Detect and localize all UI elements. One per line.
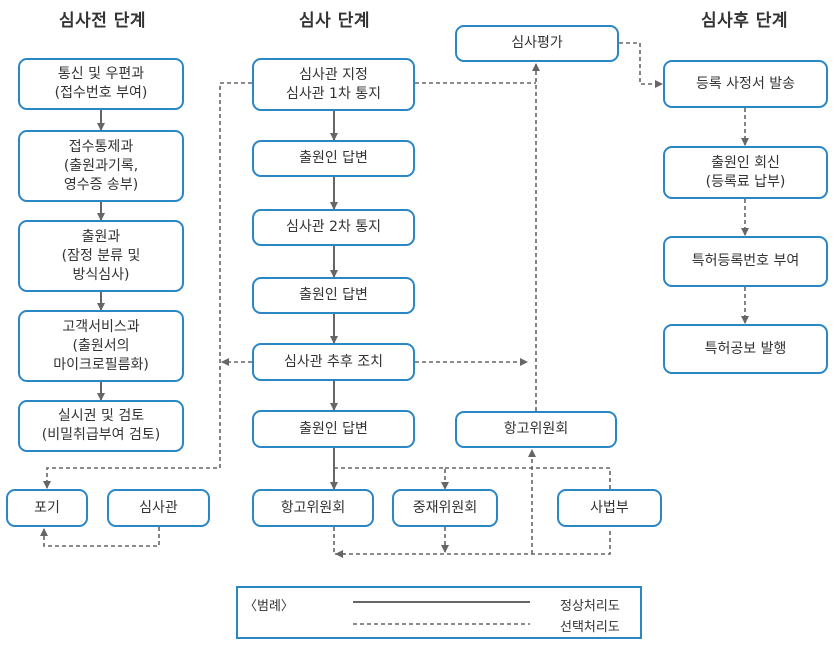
- box-arbitration-label: 중재위원회: [412, 499, 478, 516]
- box-abandon-label: 포기: [34, 499, 60, 516]
- box-examiner: 심사관: [107, 489, 210, 527]
- box-customer-line1: 고객서비스과: [62, 318, 140, 335]
- box-fee-payment-line1: 출원인 회신: [711, 154, 780, 171]
- box-mail-division-line2: (접수번호 부여): [54, 85, 148, 101]
- box-appeal-board-label: 항고위원회: [280, 499, 346, 516]
- box-enablement-line1: 실시권 및 검토: [57, 408, 145, 424]
- box-appeal-right-label: 항고위원회: [503, 421, 569, 437]
- box-patent-number-label: 특허등록번호 부여: [691, 253, 800, 269]
- dashed-judiciary-return: [445, 467, 611, 489]
- dashed-examiner-to-abandon: [40, 527, 160, 547]
- box-intake-control-line3: 영수증 송부): [63, 176, 139, 193]
- box-reply-1: 출원인 답변: [252, 140, 415, 177]
- box-customer-line3: 마이크로필름화): [53, 356, 149, 373]
- box-reply-3: 출원인 답변: [252, 410, 415, 448]
- box-judiciary-label: 사법부: [590, 499, 629, 516]
- dashed-first-to-abandon: [43, 82, 252, 489]
- box-issue-decision-label: 등록 사정서 발송: [695, 75, 796, 92]
- box-customer-line2: (출원서의: [72, 337, 130, 354]
- legend-normal-label: 정상처리도: [560, 599, 620, 614]
- box-evaluation-label: 심사평가: [511, 35, 563, 51]
- header-pre-exam: 심사전 단계: [58, 11, 147, 31]
- box-abandon: 포기: [6, 489, 88, 527]
- box-enablement-line2: (비밀취급부여 검토): [41, 427, 161, 443]
- box-enablement-review: 실시권 및 검토 (비밀취급부여 검토): [18, 400, 184, 452]
- dashed-evaluation-to-issue: [619, 42, 663, 88]
- box-fee-payment-line2: (등록료 납부): [705, 173, 786, 190]
- box-first-action: 심사관 지정 심사관 1차 통지: [252, 58, 415, 111]
- dashed-appeal-bottom: [333, 527, 611, 555]
- box-arbitration: 중재위원회: [392, 489, 498, 527]
- box-second-action: 심사관 2차 통지: [252, 209, 415, 246]
- box-appeal-board: 항고위원회: [252, 489, 374, 527]
- dashed-to-arbitration: [334, 467, 449, 490]
- box-application-division: 출원과 (잠정 분류 및 방식심사): [18, 220, 184, 292]
- box-gazette-label: 특허공보 발행: [704, 340, 787, 357]
- box-customer-service: 고객서비스과 (출원서의 마이크로필름화): [18, 310, 184, 382]
- box-reply-1-label: 출원인 답변: [299, 150, 368, 166]
- box-examiner-label: 심사관: [139, 499, 178, 516]
- box-intake-control-line1: 접수통제과: [68, 138, 134, 155]
- box-issue-decision: 등록 사정서 발송: [663, 60, 828, 108]
- box-gazette: 특허공보 발행: [663, 324, 828, 374]
- box-fee-payment: 출원인 회신 (등록료 납부): [663, 146, 828, 199]
- box-application-line2: (잠정 분류 및: [61, 247, 141, 264]
- box-reply-2-label: 출원인 답변: [299, 287, 368, 303]
- box-first-action-line2: 심사관 1차 통지: [285, 85, 382, 102]
- box-mail-division: 통신 및 우편과 (접수번호 부여): [18, 58, 184, 110]
- box-mail-division-line1: 통신 및 우편과: [57, 66, 145, 82]
- box-reply-2: 출원인 답변: [252, 277, 415, 314]
- legend-title: 〈범례〉: [244, 599, 294, 614]
- box-intake-control-line2: (출원과기록,: [63, 157, 139, 174]
- legend: 〈범례〉 정상처리도 선택처리도: [236, 586, 642, 639]
- box-intake-control: 접수통제과 (출원과기록, 영수증 송부): [18, 130, 184, 202]
- box-reply-3-label: 출원인 답변: [299, 420, 368, 437]
- box-patent-number: 특허등록번호 부여: [663, 236, 828, 287]
- header-post-exam: 심사후 단계: [700, 11, 789, 31]
- legend-optional-label: 선택처리도: [560, 620, 620, 635]
- box-further-action: 심사관 추후 조치: [252, 343, 415, 381]
- box-second-action-label: 심사관 2차 통지: [285, 219, 382, 235]
- box-application-line3: 방식심사): [72, 266, 130, 283]
- box-evaluation: 심사평가: [455, 25, 619, 62]
- box-application-line1: 출원과: [81, 228, 121, 245]
- box-appeal-right: 항고위원회: [455, 411, 617, 448]
- box-further-action-label: 심사관 추후 조치: [283, 353, 384, 370]
- box-first-action-line1: 심사관 지정: [299, 66, 368, 83]
- box-judiciary: 사법부: [557, 489, 662, 527]
- header-exam: 심사 단계: [299, 11, 370, 31]
